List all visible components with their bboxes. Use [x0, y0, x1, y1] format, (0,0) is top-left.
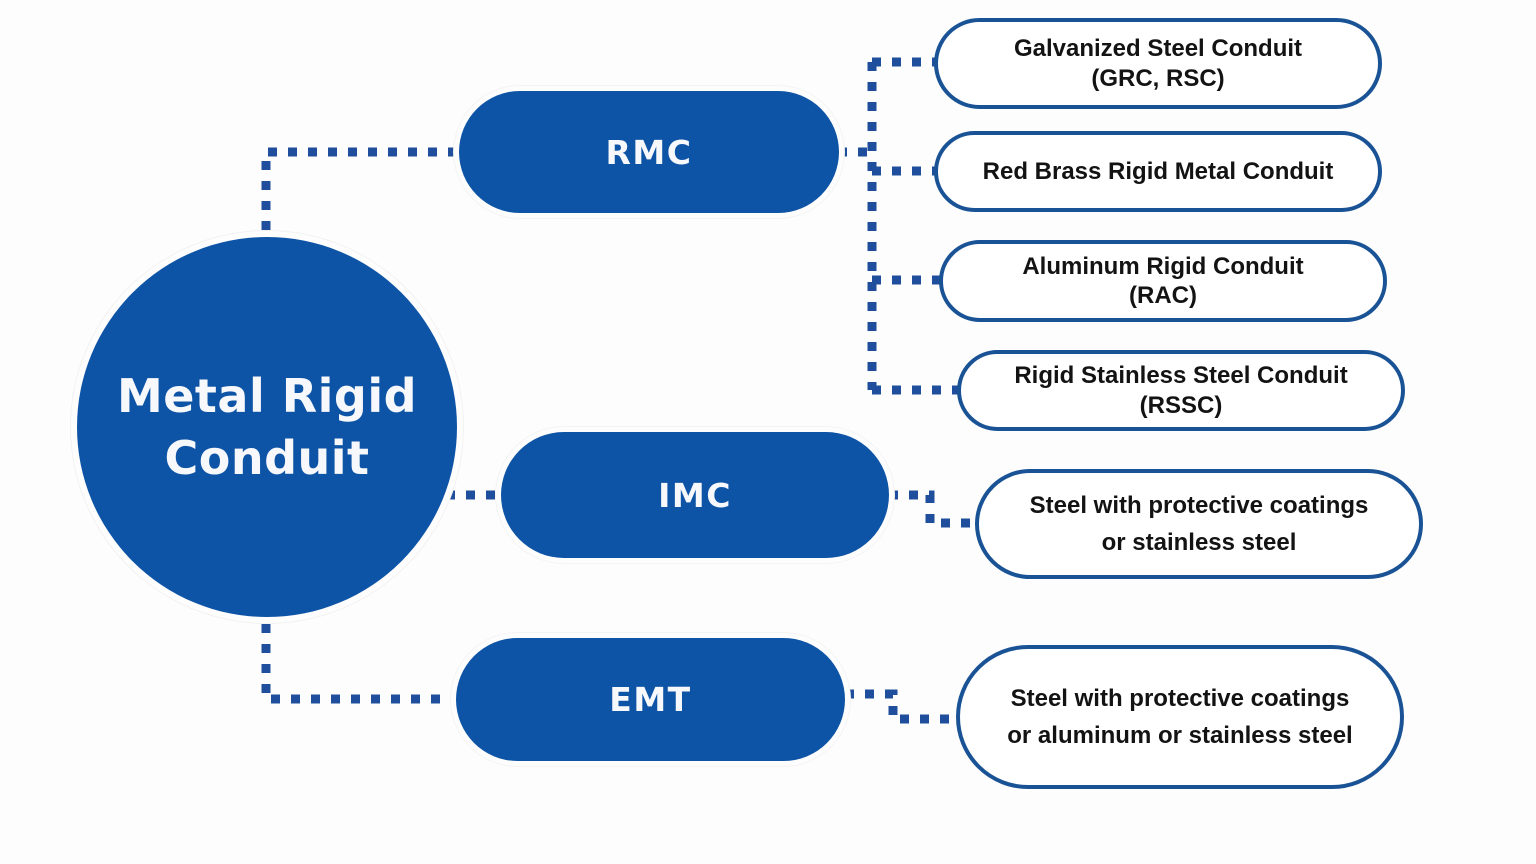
leaf-node-aluminum-rigid-conduit-label: Aluminum Rigid Conduit (RAC): [996, 252, 1329, 311]
leaf-label-line1: Aluminum Rigid Conduit: [1022, 252, 1304, 280]
root-node-label-line2: Conduit: [164, 431, 370, 485]
leaf-node-emt-material[interactable]: Steel with protective coatings or alumin…: [956, 645, 1404, 789]
connector-root-to-emt: [261, 604, 460, 704]
branch-node-rmc[interactable]: RMC: [459, 91, 839, 213]
leaf-node-emt-material-label: Steel with protective coatings or alumin…: [981, 680, 1378, 754]
root-node-label: Metal Rigid Conduit: [99, 365, 435, 489]
leaf-label-line1: Steel with protective coatings: [1029, 491, 1369, 519]
leaf-label-line1: Red Brass Rigid Metal Conduit: [982, 157, 1334, 185]
connector-emt-to-leaf: [845, 689, 958, 724]
leaf-node-imc-material[interactable]: Steel with protective coatings or stainl…: [975, 469, 1423, 579]
leaf-node-rigid-stainless-steel-conduit[interactable]: Rigid Stainless Steel Conduit (RSSC): [957, 350, 1405, 431]
connector-imc-to-leaf: [889, 490, 978, 528]
branch-node-imc[interactable]: IMC: [501, 432, 889, 558]
branch-node-emt[interactable]: EMT: [456, 638, 845, 761]
leaf-label-line2: or stainless steel: [1101, 529, 1297, 556]
leaf-label-line2: (GRC, RSC): [1091, 64, 1225, 92]
leaf-label-line1: Steel with protective coatings: [1010, 684, 1350, 712]
leaf-label-line1: Rigid Stainless Steel Conduit: [1014, 362, 1348, 390]
leaf-node-imc-material-label: Steel with protective coatings or stainl…: [1004, 487, 1395, 561]
root-node-label-line1: Metal Rigid: [116, 368, 418, 423]
branch-node-imc-label: IMC: [658, 475, 732, 515]
leaf-label-line1: Galvanized Steel Conduit: [1013, 35, 1303, 63]
leaf-node-rigid-stainless-steel-conduit-label: Rigid Stainless Steel Conduit (RSSC): [988, 361, 1373, 420]
leaf-node-red-brass-rigid-metal-conduit[interactable]: Red Brass Rigid Metal Conduit: [934, 131, 1382, 212]
branch-node-emt-label: EMT: [609, 680, 692, 719]
leaf-node-red-brass-rigid-metal-conduit-label: Red Brass Rigid Metal Conduit: [957, 157, 1360, 186]
leaf-label-line2: or aluminum or stainless steel: [1007, 722, 1353, 749]
leaf-node-galvanized-steel-conduit-label: Galvanized Steel Conduit (GRC, RSC): [988, 34, 1328, 93]
branch-node-rmc-label: RMC: [605, 132, 693, 172]
leaf-node-aluminum-rigid-conduit[interactable]: Aluminum Rigid Conduit (RAC): [939, 240, 1387, 322]
leaf-label-line2: (RSSC): [1139, 391, 1223, 419]
connector-root-to-rmc: [261, 147, 463, 250]
leaf-node-galvanized-steel-conduit[interactable]: Galvanized Steel Conduit (GRC, RSC): [934, 18, 1382, 109]
root-node-metal-rigid-conduit[interactable]: Metal Rigid Conduit: [77, 237, 457, 617]
leaf-label-line2: (RAC): [1129, 282, 1197, 309]
